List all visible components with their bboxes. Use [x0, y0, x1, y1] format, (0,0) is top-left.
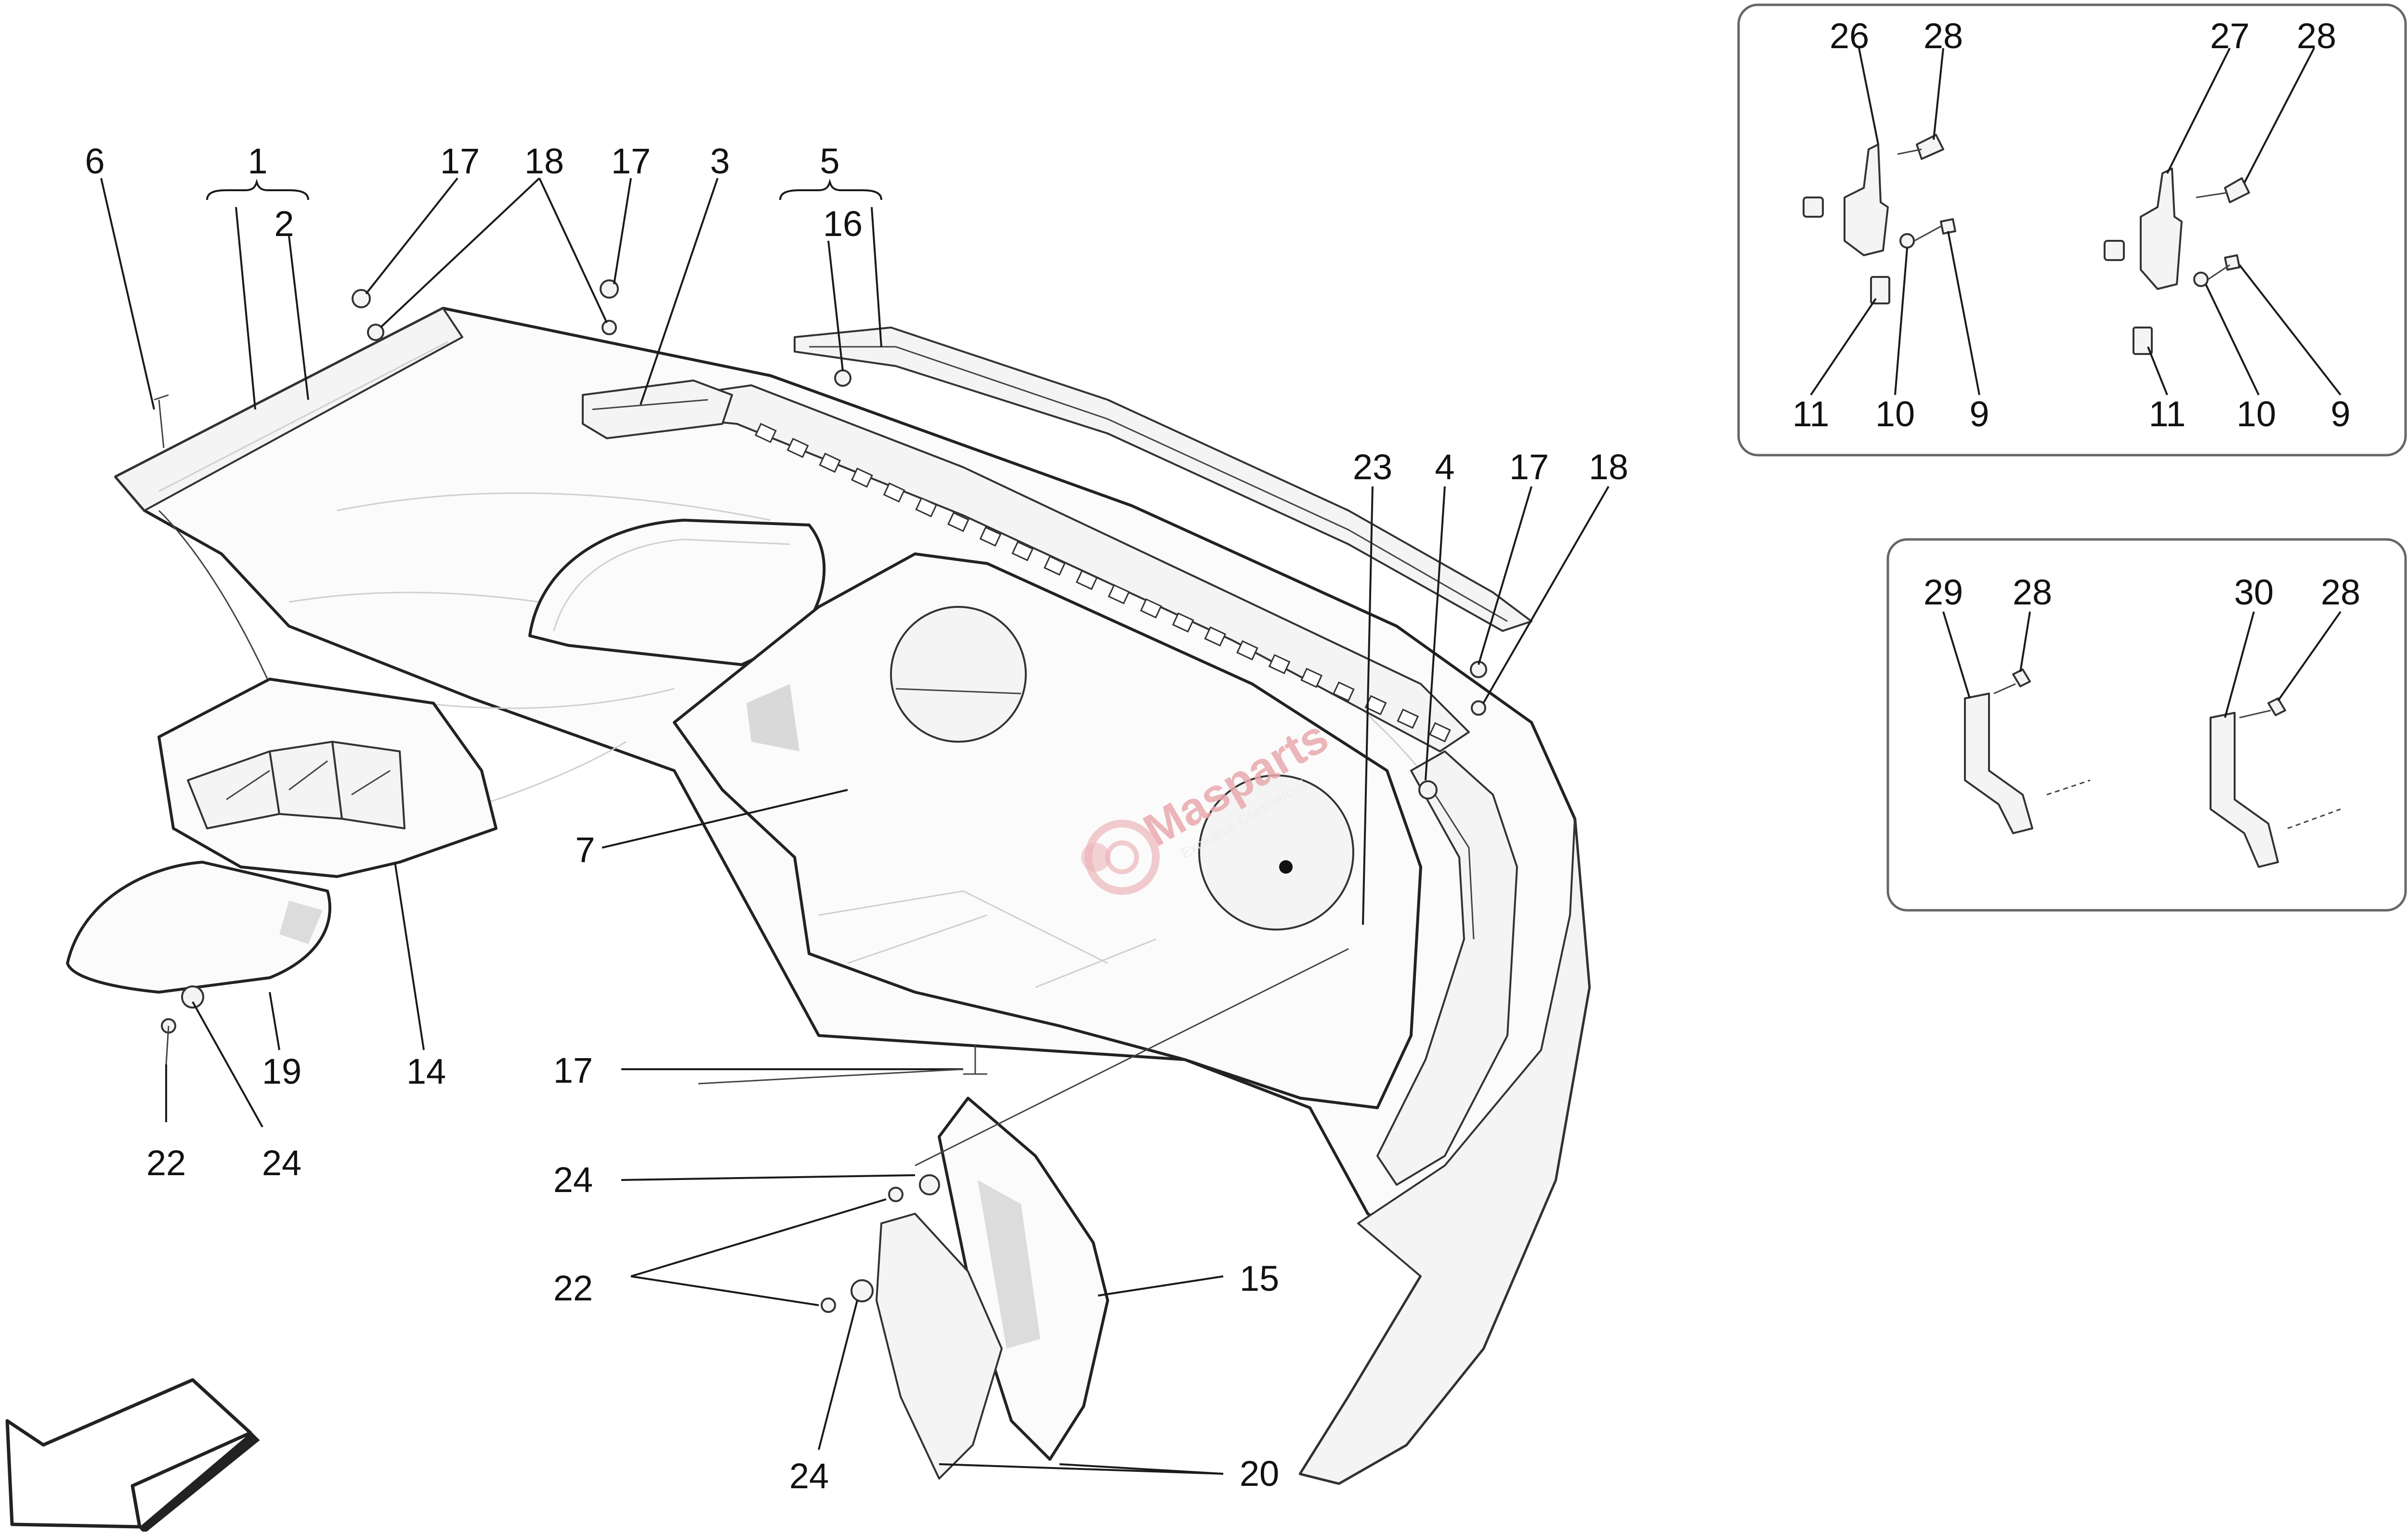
- callout-labels: 6 1 2 17 18 17 3 5 16 23 4 17 18 7 14 19…: [85, 141, 1628, 1496]
- leader-lines: [100, 177, 1610, 1475]
- inset-callout-27: 27: [2210, 16, 2250, 56]
- inset-callout-11-b: 11: [2149, 394, 2186, 434]
- inset-callout-26: 26: [1830, 16, 1869, 56]
- callout-22-center: 22: [553, 1268, 593, 1308]
- absorber-rib: [947, 511, 969, 532]
- callout-24-bottom: 24: [789, 1456, 829, 1496]
- inset-callout-28-c: 28: [2013, 572, 2052, 612]
- right-flange: [1376, 750, 1518, 1186]
- absorber-rib: [883, 482, 905, 503]
- fasteners: [154, 279, 1487, 1313]
- callout-3: 3: [710, 141, 730, 181]
- absorber-rib: [1204, 626, 1227, 647]
- bracket-30-set: 30 28: [2210, 572, 2360, 868]
- gear-logo-icon: [1081, 820, 1160, 895]
- inset-callout-29: 29: [1924, 572, 1963, 612]
- callout-5: 5: [820, 141, 839, 181]
- bracket-27-set: 27 28 11 10 9: [2104, 16, 2351, 434]
- absorber-rib: [1236, 640, 1258, 661]
- absorber-rib: [1268, 654, 1291, 674]
- callout-19: 19: [262, 1051, 301, 1091]
- callout-1: 1: [248, 141, 267, 181]
- left-cover-panel: [66, 861, 331, 994]
- callout-18-top: 18: [524, 141, 564, 181]
- callout-16: 16: [823, 204, 863, 244]
- inset-bottom-brackets: 29 28 30 28: [1886, 538, 2407, 912]
- absorber-rib: [1333, 681, 1355, 702]
- callout-17-top-right: 17: [611, 141, 651, 181]
- inner-panel: [673, 552, 1422, 1109]
- bracket-26-set: 26 28 11 10 9: [1793, 16, 1989, 434]
- lower-vent-panel: [876, 1097, 1109, 1480]
- callout-17-top-left: 17: [440, 141, 480, 181]
- bracket-center: [582, 380, 733, 439]
- arrow-down-left-icon: [5, 1378, 260, 1534]
- impact-absorber: [683, 384, 1470, 752]
- callout-24-left: 24: [262, 1143, 301, 1183]
- inset-callout-10-b: 10: [2237, 394, 2276, 434]
- absorber-rib: [1044, 555, 1066, 576]
- absorber-rib: [915, 497, 938, 518]
- absorber-rib: [786, 437, 809, 458]
- callout-18-right: 18: [1589, 447, 1628, 487]
- inset-callout-9-a: 9: [1969, 394, 1989, 434]
- absorber-rib: [1429, 722, 1451, 743]
- callout-4: 4: [1435, 447, 1454, 487]
- inset-callout-28-a: 28: [1924, 16, 1963, 56]
- callout-23: 23: [1353, 447, 1392, 487]
- callout-15: 15: [1240, 1259, 1279, 1298]
- absorber-rib: [1075, 570, 1098, 590]
- absorber-rib: [755, 423, 777, 443]
- inset-callout-10-a: 10: [1875, 394, 1915, 434]
- inset-callout-28-d: 28: [2321, 572, 2360, 612]
- callout-2: 2: [274, 204, 294, 244]
- absorber-rib: [1140, 598, 1162, 619]
- callout-17-right: 17: [1509, 447, 1549, 487]
- inset-callout-9-b: 9: [2330, 394, 2350, 434]
- inset-callout-30: 30: [2234, 572, 2274, 612]
- callout-7: 7: [575, 830, 595, 870]
- absorber-rib: [1300, 668, 1323, 688]
- top-rail-strip: [794, 327, 1532, 632]
- absorber-rib: [1011, 541, 1034, 562]
- absorber-rib: [1397, 708, 1419, 729]
- callout-6: 6: [85, 141, 105, 181]
- callout-20: 20: [1240, 1454, 1279, 1494]
- callout-14: 14: [406, 1051, 446, 1091]
- absorber-rib: [851, 467, 873, 488]
- callout-17-center: 17: [553, 1050, 593, 1090]
- absorber-rib: [1172, 612, 1194, 633]
- inset-top-brackets: 26 28 11 10 9 27 28 11 10 9: [1737, 3, 2407, 457]
- callout-22-left: 22: [146, 1143, 186, 1183]
- absorber-rib: [819, 452, 841, 473]
- inset-callout-28-b: 28: [2297, 16, 2336, 56]
- absorber-rib: [1108, 584, 1130, 604]
- absorber-rib: [979, 526, 1002, 547]
- callout-24-center: 24: [553, 1160, 593, 1200]
- inset-callout-11-a: 11: [1793, 394, 1830, 434]
- bracket-29-set: 29 28: [1924, 572, 2091, 834]
- left-grille-insert: [157, 678, 497, 878]
